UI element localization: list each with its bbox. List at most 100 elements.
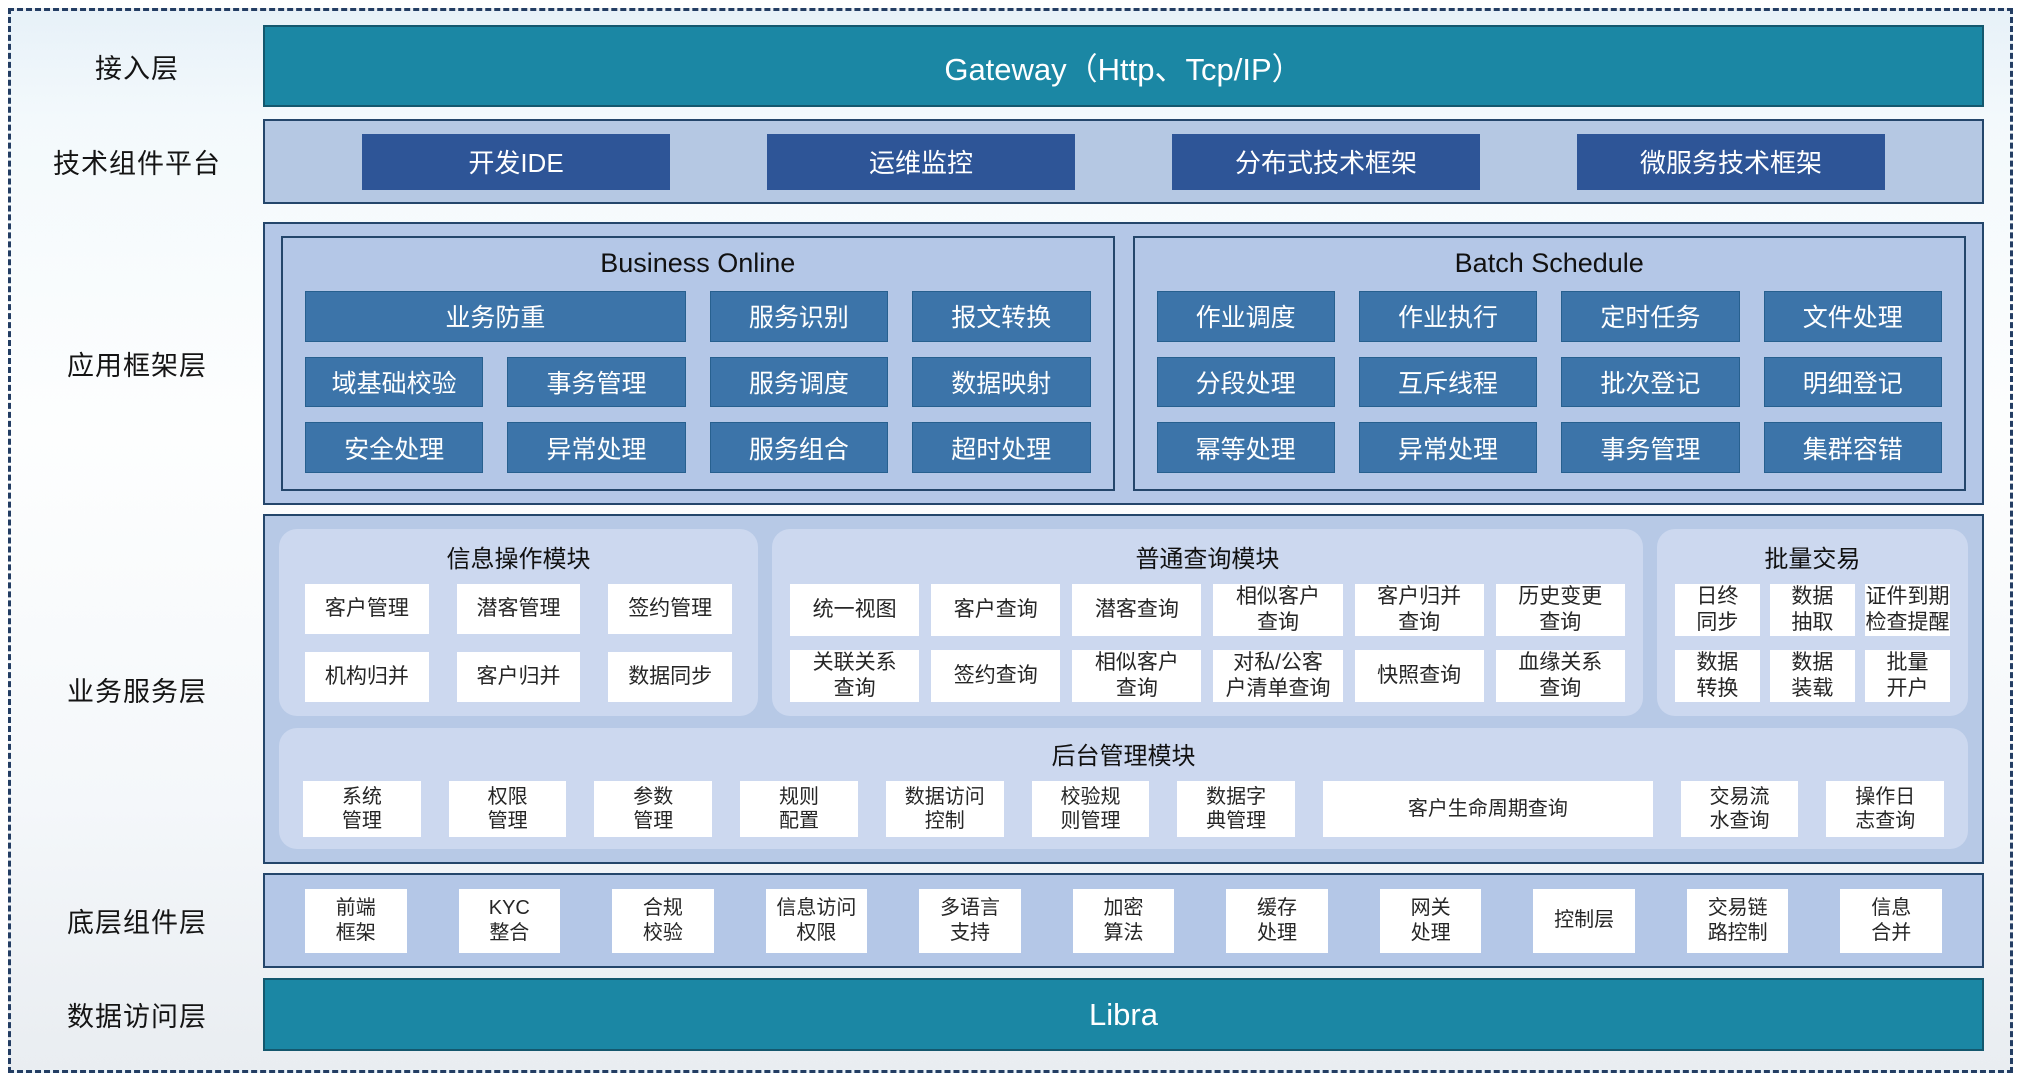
business-online-item: 业务防重	[305, 291, 686, 342]
batch-schedule-title: Batch Schedule	[1454, 248, 1644, 278]
query-module-item: 客户归并 查询	[1354, 584, 1484, 637]
app-framework-container: Business Online 业务防重服务识别报文转换域基础校验事务管理 服务调…	[263, 222, 1984, 505]
info-module-item: 机构归并	[305, 652, 429, 703]
business-online-item: 数据映射	[912, 356, 1091, 408]
business-service-top: 信息操作模块 客户管理潜客管理签约管理机构归并客户归并数据同步 普通查询模块 统…	[279, 529, 1968, 717]
batch-schedule-item: 作业调度	[1156, 291, 1335, 342]
batch-schedule-item: 异常处理	[1358, 422, 1538, 473]
info-module-item: 签约管理	[608, 584, 733, 635]
batch-trade-item: 证件到期 检查提醒	[1864, 584, 1950, 637]
batch-schedule-panel: Batch Schedule 作业调度作业执行定时任务文件处理分段处理互斥线程批…	[1132, 236, 1966, 491]
business-online-item: 异常处理	[507, 422, 686, 473]
tech-platform-item: 运维监控	[767, 133, 1075, 190]
business-service-row: 业务服务层 信息操作模块 客户管理潜客管理签约管理机构归并客户归并数据同步 普通…	[11, 514, 1984, 864]
query-module-grid: 统一视图客户查询潜客查询相似客户 查询客户归并 查询历史变更 查询关联关系 查询…	[790, 584, 1625, 703]
base-component-item: 信息 合并	[1840, 888, 1943, 953]
batch-schedule-item: 分段处理	[1156, 356, 1335, 408]
libra-bar: Libra	[263, 978, 1984, 1051]
batch-trade-title: 批量交易	[1764, 546, 1861, 573]
info-module-item: 客户归并	[456, 652, 581, 703]
query-module-item: 相似客户 查询	[1213, 584, 1343, 637]
info-module-item: 数据同步	[608, 652, 733, 703]
base-component-item: 多语言 支持	[919, 888, 1021, 953]
batch-schedule-item: 集群容错	[1763, 422, 1942, 473]
data-access-row: 数据访问层 Libra	[11, 978, 1984, 1051]
admin-module-item: 操作日 志查询	[1826, 781, 1945, 837]
info-module-grid: 客户管理潜客管理签约管理机构归并客户归并数据同步	[297, 584, 740, 703]
query-module-item: 快照查询	[1354, 650, 1484, 703]
query-module-panel: 普通查询模块 统一视图客户查询潜客查询相似客户 查询客户归并 查询历史变更 查询…	[772, 529, 1643, 717]
admin-module-item: 数据字 典管理	[1177, 781, 1296, 837]
admin-module-item: 交易流 水查询	[1680, 781, 1799, 837]
business-online-item: 域基础校验	[305, 356, 484, 408]
batch-schedule-grid: 作业调度作业执行定时任务文件处理分段处理互斥线程批次登记明细登记幂等处理异常处理…	[1156, 291, 1942, 473]
query-module-item: 对私/公客 户清单查询	[1213, 650, 1343, 703]
admin-module-panel: 后台管理模块 系统 管理权限 管理参数 管理规则 配置数据访问 控制校验规 则管…	[279, 728, 1968, 849]
info-module-title: 信息操作模块	[446, 546, 591, 573]
admin-module-item: 数据访问 控制	[885, 781, 1004, 837]
batch-schedule-item: 互斥线程	[1358, 356, 1538, 408]
business-online-title: Business Online	[600, 248, 796, 278]
business-online-item: 报文转换	[912, 291, 1091, 342]
query-module-title: 普通查询模块	[1135, 546, 1280, 573]
business-online-grid: 业务防重服务识别报文转换域基础校验事务管理服务调度数据映射安全处理异常处理服务组…	[305, 291, 1091, 473]
base-component-item: 合规 校验	[612, 888, 714, 953]
architecture-diagram: 接入层 Gateway（Http、Tcp/IP） 技术组件平台 开发IDE 运维监…	[8, 8, 2013, 1073]
base-components-label: 底层组件层	[67, 908, 207, 938]
business-online-item: 超时处理	[912, 422, 1091, 473]
query-module-item: 客户查询	[931, 584, 1061, 637]
query-module-item: 潜客查询	[1072, 584, 1202, 637]
business-online-item: 服务组合	[709, 422, 889, 473]
batch-schedule-item: 定时任务	[1561, 291, 1740, 342]
query-module-item: 历史变更 查询	[1495, 584, 1625, 637]
batch-schedule-item: 批次登记	[1561, 356, 1740, 408]
base-component-item: 网关 处理	[1379, 888, 1482, 953]
data-access-label: 数据访问层	[67, 1002, 207, 1032]
base-component-item: 前端 框架	[305, 888, 407, 953]
admin-module-item: 规则 配置	[740, 781, 858, 837]
admin-module-item: 客户生命周期查询	[1323, 781, 1653, 837]
access-layer-label: 接入层	[95, 53, 179, 84]
info-module-item: 客户管理	[305, 584, 429, 635]
business-online-item: 服务识别	[709, 291, 889, 342]
admin-module-row: 系统 管理权限 管理参数 管理规则 配置数据访问 控制校验规 则管理数据字 典管…	[297, 781, 1950, 837]
business-online-panel: Business Online 业务防重服务识别报文转换域基础校验事务管理服务调…	[281, 236, 1115, 491]
query-module-item: 血缘关系 查询	[1495, 650, 1625, 703]
business-online-item: 安全处理	[305, 422, 484, 473]
batch-trade-item: 数据 装载	[1769, 650, 1855, 703]
gateway-bar: Gateway（Http、Tcp/IP）	[263, 25, 1984, 107]
query-module-item: 统一视图	[790, 584, 920, 637]
tech-platform-item: 开发IDE	[362, 133, 670, 190]
tech-platform-item: 微服务技术框架	[1577, 133, 1885, 190]
business-online-item: 服务调度	[709, 356, 889, 408]
batch-trade-item: 批量 开户	[1864, 650, 1950, 703]
business-service-label: 业务服务层	[67, 676, 207, 707]
app-framework-row: 应用框架层 Business Online 业务防重服务识别报文转换域基础校验事…	[11, 222, 1984, 505]
base-component-item: KYC 整合	[458, 888, 561, 953]
batch-schedule-item: 明细登记	[1763, 356, 1942, 408]
info-module-item: 潜客管理	[456, 584, 581, 635]
admin-module-item: 校验规 则管理	[1031, 781, 1150, 837]
query-module-item: 签约查询	[931, 650, 1061, 703]
access-layer-row: 接入层 Gateway（Http、Tcp/IP）	[11, 25, 1984, 107]
base-component-item: 控制层	[1533, 888, 1635, 953]
batch-schedule-item: 事务管理	[1561, 422, 1740, 473]
admin-module-item: 参数 管理	[594, 781, 713, 837]
base-component-item: 交易链 路控制	[1686, 888, 1789, 953]
batch-schedule-item: 文件处理	[1763, 291, 1942, 342]
query-module-item: 关联关系 查询	[790, 650, 920, 703]
batch-trade-panel: 批量交易 日终 同步数据 抽取证件到期 检查提醒数据 转换数据 装载批量 开户	[1656, 529, 1968, 717]
batch-schedule-item: 作业执行	[1358, 291, 1538, 342]
business-service-container: 信息操作模块 客户管理潜客管理签约管理机构归并客户归并数据同步 普通查询模块 统…	[263, 514, 1984, 864]
base-component-item: 信息访问 权限	[765, 888, 868, 953]
tech-platform-label: 技术组件平台	[53, 149, 221, 179]
query-module-item: 相似客户 查询	[1072, 650, 1202, 703]
admin-module-item: 系统 管理	[303, 781, 421, 837]
info-module-panel: 信息操作模块 客户管理潜客管理签约管理机构归并客户归并数据同步	[279, 529, 759, 717]
batch-trade-item: 数据 转换	[1674, 650, 1760, 703]
batch-trade-grid: 日终 同步数据 抽取证件到期 检查提醒数据 转换数据 装载批量 开户	[1674, 584, 1950, 703]
